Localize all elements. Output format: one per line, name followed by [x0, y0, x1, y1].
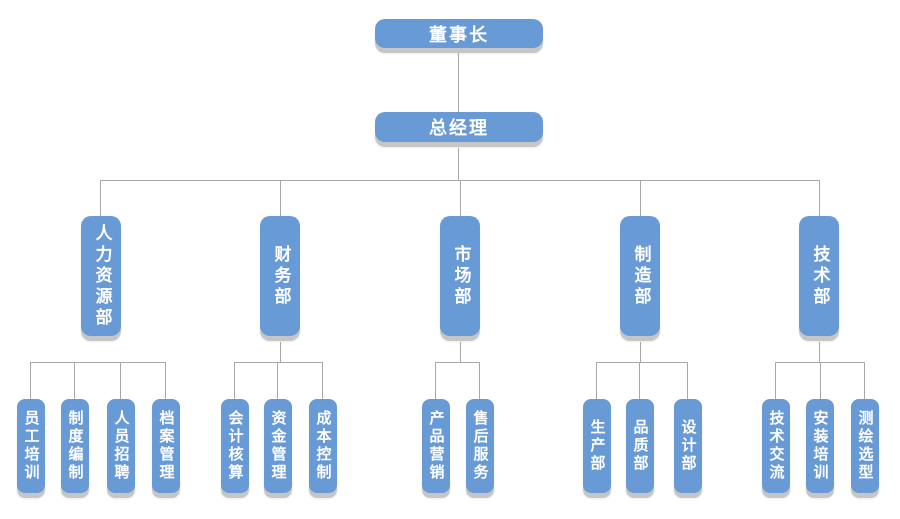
node-dept-marketing[interactable]: 市场部: [440, 216, 480, 336]
connector-drop-sub: [596, 362, 597, 399]
node-sub-quality[interactable]: 品质部: [626, 399, 654, 493]
node-dept-hr-label: 人力资源部: [91, 223, 112, 329]
node-dept-technology[interactable]: 技术部: [799, 216, 839, 336]
connector-bus-manufacturing: [596, 362, 688, 363]
connector-drop-marketing: [460, 180, 461, 216]
node-sub-label: 技术交流: [767, 410, 786, 482]
connector-drop-finance: [280, 180, 281, 216]
node-dept-manufacturing[interactable]: 制造部: [620, 216, 660, 336]
connector-drop-sub: [30, 362, 31, 399]
node-sub-label: 生产部: [588, 419, 607, 473]
node-sub-install-training[interactable]: 安装培训: [806, 399, 834, 493]
node-sub-employee-training[interactable]: 员工培训: [17, 399, 45, 493]
connector-stub-manufacturing: [640, 342, 641, 362]
node-sub-accounting[interactable]: 会计核算: [221, 399, 249, 493]
node-chairman[interactable]: 董事长: [375, 19, 543, 48]
node-sub-label: 售后服务: [471, 410, 490, 482]
node-sub-label: 员工培训: [22, 410, 41, 482]
connector-drop-sub: [74, 362, 75, 399]
connector-drop-sub: [820, 362, 821, 399]
node-dept-finance[interactable]: 财务部: [260, 216, 300, 336]
node-sub-label: 产品营销: [427, 410, 446, 482]
connector-drop-sub: [687, 362, 688, 399]
connector-stub-finance: [280, 342, 281, 362]
node-general-manager[interactable]: 总经理: [375, 112, 543, 142]
connector-drop-manufacturing: [640, 180, 641, 216]
node-sub-after-sales[interactable]: 售后服务: [466, 399, 494, 493]
node-dept-manufacturing-label: 制造部: [630, 244, 651, 308]
node-sub-cost-control[interactable]: 成本控制: [309, 399, 337, 493]
connector-gm-stub: [458, 148, 459, 180]
node-dept-technology-label: 技术部: [809, 244, 830, 308]
node-sub-tech-exchange[interactable]: 技术交流: [762, 399, 790, 493]
connector-drop-sub: [120, 362, 121, 399]
node-sub-product-marketing[interactable]: 产品营销: [422, 399, 450, 493]
connector-drop-sub: [322, 362, 323, 399]
connector-bus-marketing: [435, 362, 480, 363]
connector-drop-sub: [864, 362, 865, 399]
connector-drop-sub: [775, 362, 776, 399]
node-dept-finance-label: 财务部: [270, 244, 291, 308]
connector-chairman-gm: [458, 53, 459, 112]
node-sub-production[interactable]: 生产部: [583, 399, 611, 493]
connector-drop-hr: [100, 180, 101, 216]
connector-stub-technology: [819, 342, 820, 362]
node-sub-label: 资金管理: [269, 410, 288, 482]
connector-drop-sub: [165, 362, 166, 399]
node-sub-archive-management[interactable]: 档案管理: [152, 399, 180, 493]
connector-drop-sub: [435, 362, 436, 399]
node-dept-hr[interactable]: 人力资源部: [81, 216, 121, 336]
node-sub-label: 设计部: [679, 419, 698, 473]
node-sub-label: 档案管理: [157, 410, 176, 482]
connector-drop-technology: [819, 180, 820, 216]
node-sub-design[interactable]: 设计部: [674, 399, 702, 493]
node-sub-recruitment[interactable]: 人员招聘: [107, 399, 135, 493]
node-general-manager-label: 总经理: [429, 118, 489, 139]
node-sub-label: 测绘选型: [856, 410, 875, 482]
connector-drop-sub: [277, 362, 278, 399]
node-sub-label: 人员招聘: [112, 410, 131, 482]
node-sub-fund-management[interactable]: 资金管理: [264, 399, 292, 493]
connector-bus-hr: [30, 362, 166, 363]
node-sub-label: 品质部: [631, 419, 650, 473]
node-chairman-label: 董事长: [429, 24, 489, 46]
connector-drop-sub: [639, 362, 640, 399]
connector-drop-sub: [479, 362, 480, 399]
node-sub-label: 制度编制: [66, 410, 85, 482]
connector-drop-sub: [234, 362, 235, 399]
node-sub-label: 会计核算: [226, 410, 245, 482]
connector-bus-finance: [234, 362, 323, 363]
node-dept-marketing-label: 市场部: [450, 244, 471, 308]
connector-stub-marketing: [460, 342, 461, 362]
node-sub-survey-selection[interactable]: 测绘选型: [851, 399, 879, 493]
node-sub-label: 成本控制: [314, 410, 333, 482]
node-sub-system-drafting[interactable]: 制度编制: [61, 399, 89, 493]
node-sub-label: 安装培训: [811, 410, 830, 482]
